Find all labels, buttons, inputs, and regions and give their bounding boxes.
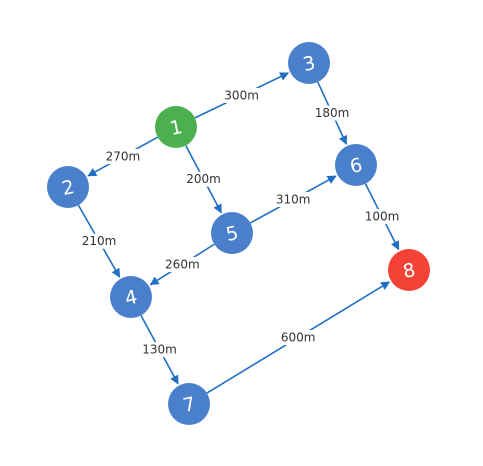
edge-distance-label: 180m <box>315 106 350 120</box>
edge-label-background <box>141 342 178 358</box>
edge-label-background <box>280 330 317 346</box>
node-label: 6 <box>348 154 364 178</box>
node-label: 5 <box>224 222 240 246</box>
edge-label-background <box>275 191 312 207</box>
node-circle[interactable] <box>388 249 430 291</box>
edge-label-4-to-7: 130m <box>141 342 178 358</box>
node-2[interactable]: 2 <box>47 166 89 208</box>
node-8[interactable]: 8 <box>388 249 430 291</box>
node-6[interactable]: 6 <box>335 144 377 186</box>
edge-distance-label: 210m <box>82 234 117 248</box>
edge-label-background <box>104 149 141 165</box>
node-7[interactable]: 7 <box>168 383 210 425</box>
edge-label-6-to-8: 100m <box>364 209 401 225</box>
edge-distance-label: 600m <box>281 331 316 345</box>
node-label: 1 <box>168 116 184 140</box>
edge-labels-layer: 300m 270m 200m 180m 210m 310m 260m 100m 130m 600m <box>81 87 401 358</box>
edge-label-background <box>364 209 401 225</box>
edge-distance-label: 300m <box>224 88 259 102</box>
edge-label-5-to-4: 260m <box>164 256 201 272</box>
edge-label-background <box>164 256 201 272</box>
edge-distance-label: 130m <box>142 343 177 357</box>
node-circle[interactable] <box>168 383 210 425</box>
edge-distance-label: 270m <box>106 150 141 164</box>
node-1[interactable]: 1 <box>155 106 197 148</box>
edge-label-background <box>314 105 351 121</box>
node-circle[interactable] <box>47 166 89 208</box>
node-label: 2 <box>60 176 76 200</box>
edge-label-2-to-4: 210m <box>81 233 118 249</box>
node-circle[interactable] <box>211 212 253 254</box>
edge-label-3-to-6: 180m <box>314 105 351 121</box>
edge-label-background <box>223 87 260 103</box>
node-label: 3 <box>301 52 317 76</box>
edge-distance-label: 260m <box>165 257 200 271</box>
edge-distance-label: 200m <box>186 172 221 186</box>
edge-label-background <box>81 233 118 249</box>
node-label: 4 <box>123 286 139 310</box>
nodes-layer: 1 2 3 4 5 6 7 8 <box>47 42 430 425</box>
node-circle[interactable] <box>155 106 197 148</box>
node-label: 8 <box>401 259 417 283</box>
node-5[interactable]: 5 <box>211 212 253 254</box>
node-circle[interactable] <box>288 42 330 84</box>
node-3[interactable]: 3 <box>288 42 330 84</box>
edge-label-1-to-3: 300m <box>223 87 260 103</box>
edge-distance-label: 100m <box>365 210 400 224</box>
edge-label-background <box>185 171 222 187</box>
edge-distance-label: 310m <box>276 192 311 206</box>
edge-label-1-to-5: 200m <box>185 171 222 187</box>
node-circle[interactable] <box>335 144 377 186</box>
node-circle[interactable] <box>110 276 152 318</box>
edge-label-1-to-2: 270m <box>104 149 141 165</box>
edge-label-5-to-6: 310m <box>275 191 312 207</box>
edge-label-7-to-8: 600m <box>280 330 317 346</box>
node-4[interactable]: 4 <box>110 276 152 318</box>
node-label: 7 <box>181 393 197 417</box>
